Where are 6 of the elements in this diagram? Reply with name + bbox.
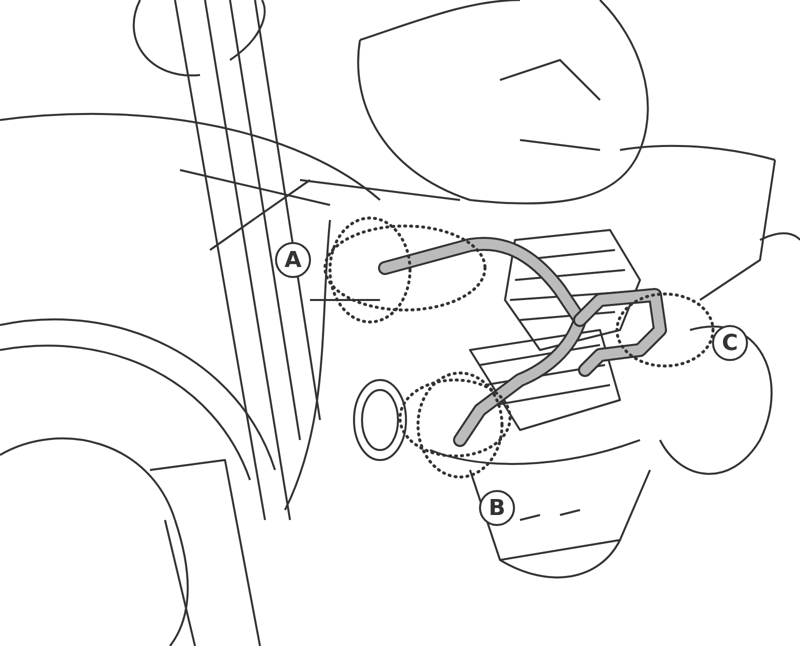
callout-circle bbox=[712, 325, 748, 361]
callout-letter: A bbox=[284, 248, 302, 272]
callout-letter: C bbox=[722, 330, 738, 356]
callout-circle bbox=[275, 242, 311, 278]
callout-circle bbox=[479, 490, 515, 526]
callout-letter: B bbox=[488, 496, 506, 520]
